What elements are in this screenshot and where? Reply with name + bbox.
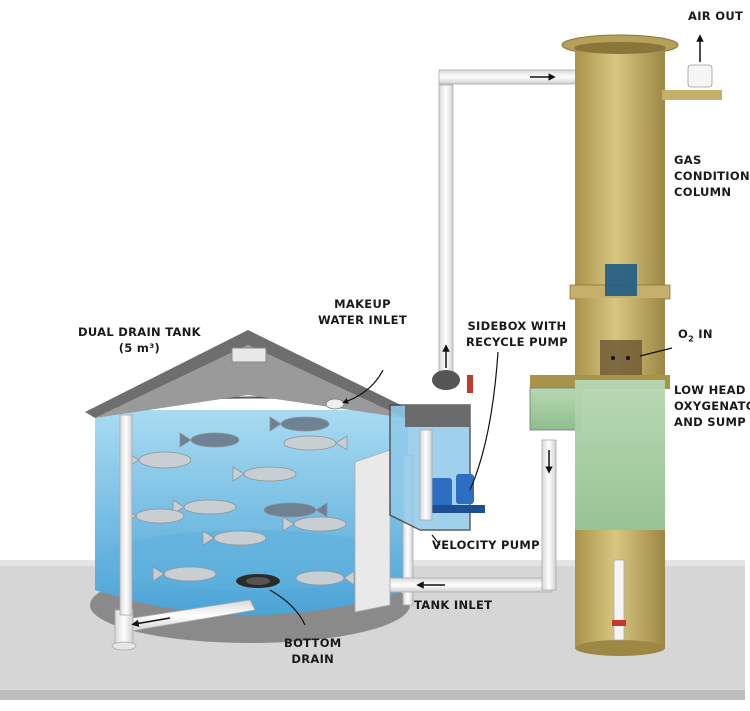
standpipe xyxy=(119,414,133,616)
tank-inlet-pipe xyxy=(389,439,557,593)
label-o2-in: O2 IN xyxy=(678,326,713,347)
label-velocity-pump: VELOCITY PUMP xyxy=(432,538,540,552)
o2-in-suffix: IN xyxy=(693,327,713,341)
bottom-drain xyxy=(236,574,280,588)
o2-in-subscript: 2 xyxy=(688,334,694,344)
label-low-head-oxygenator-and-sump: LOW HEAD OXYGENATOR AND SUMP xyxy=(674,383,750,429)
label-dual-drain-tank: DUAL DRAIN TANK (5 m³) xyxy=(78,325,201,355)
tank-inlet-manifold xyxy=(354,449,414,613)
label-bottom-drain: BOTTOM DRAIN xyxy=(284,636,342,666)
o2-in-prefix: O xyxy=(678,327,689,341)
label-air-out: AIR OUT xyxy=(688,9,744,23)
gas-conditioning-column xyxy=(561,34,722,300)
label-sidebox-with-recycle-pump: SIDEBOX WITH RECYCLE PUMP xyxy=(466,319,568,349)
makeup-water-inlet xyxy=(325,369,384,410)
tank-roof xyxy=(85,330,415,418)
sidebox xyxy=(389,404,485,531)
label-tank-inlet: TANK INLET xyxy=(414,598,493,612)
low-head-oxygenator xyxy=(575,298,673,378)
fish-group xyxy=(125,416,355,586)
sump xyxy=(529,375,670,656)
leader-lines xyxy=(269,351,499,626)
drain-pipe xyxy=(111,599,256,651)
label-makeup-water-inlet: MAKEUP WATER INLET xyxy=(318,297,407,327)
recycle-pipe xyxy=(419,69,580,521)
label-gas-conditioning-column: GAS CONDITIONING COLUMN xyxy=(674,153,750,199)
